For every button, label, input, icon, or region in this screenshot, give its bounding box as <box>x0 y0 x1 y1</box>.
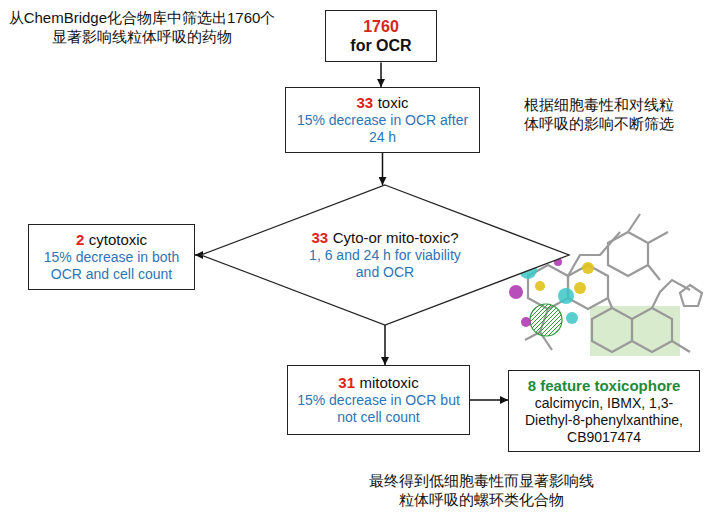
text-group: 2 cytotoxic15% decrease in both OCR and c… <box>30 227 193 287</box>
node-text: Cyto-or mito-toxic? <box>333 229 459 247</box>
decision-diamond: 33 Cyto-or mito-toxic?1, 6 and 24 h for v… <box>201 185 569 325</box>
node-text: calcimycin, IBMX, 1,3-Diethyl-8-phenylxa… <box>516 395 692 445</box>
text-group: 33toxic15% decrease in OCR after 24 h <box>287 90 478 150</box>
node-text: 2 <box>76 231 84 249</box>
note-text: 根据细胞毒性和对线粒体呼吸的影响不断筛选 <box>520 96 678 134</box>
node-text: 15% decrease in OCR but not cell count <box>295 392 462 426</box>
flow-arrow <box>382 153 384 185</box>
node-text: 1, 6 and 24 h for viability and OCR <box>301 247 469 281</box>
node-text: 33 <box>357 94 374 112</box>
node-text: for OCR <box>350 36 411 55</box>
text-line: 33 Cyto-or mito-toxic? <box>301 229 469 247</box>
node-text: 31 <box>338 374 355 392</box>
node-text: 15% decrease in both OCR and cell count <box>36 249 187 283</box>
start-box: 1760for OCR <box>325 10 437 62</box>
text-line: 33toxic <box>293 94 472 112</box>
text-group: 8 feature toxicophorecalcimycin, IBMX, 1… <box>510 373 698 449</box>
text-group: 31mitotoxic15% decrease in OCR but not c… <box>289 370 468 430</box>
flow-arrow <box>384 325 386 365</box>
node-text: cytotoxic <box>89 231 147 249</box>
text-line: 2 cytotoxic <box>36 231 187 249</box>
text-line: 15% decrease in OCR but not cell count <box>295 392 462 426</box>
text-line: 15% decrease in both OCR and cell count <box>36 249 187 283</box>
highlight-region <box>590 306 680 356</box>
node-text: mitotoxic <box>359 374 418 392</box>
result-box: 2 cytotoxic15% decrease in both OCR and c… <box>28 224 195 290</box>
bond-lines <box>525 214 702 352</box>
node-text: 1760 <box>363 17 399 36</box>
text-group: 33 Cyto-or mito-toxic?1, 6 and 24 h for v… <box>295 225 475 285</box>
text-line: 1, 6 and 24 h for viability and OCR <box>301 247 469 281</box>
node-text: 33 <box>311 229 328 247</box>
process-box: 33toxic15% decrease in OCR after 24 h <box>285 87 480 153</box>
flow-arrow <box>380 62 382 87</box>
text-group: 1760for OCR <box>327 13 435 59</box>
text-line: calcimycin, IBMX, 1,3-Diethyl-8-phenylxa… <box>516 395 692 445</box>
text-line: 31mitotoxic <box>295 374 462 392</box>
note-text: 最终得到低细胞毒性而显著影响线粒体呼吸的螺环类化合物 <box>365 472 597 510</box>
node-text: toxic <box>378 94 409 112</box>
note-text: 从ChemBridge化合物库中筛选出1760个显著影响线粒体呼吸的药物 <box>8 9 276 47</box>
node-text: 15% decrease in OCR after 24 h <box>293 112 472 146</box>
text-line: 8 feature toxicophore <box>516 377 692 395</box>
text-line: 15% decrease in OCR after 24 h <box>293 112 472 146</box>
result-box: 31mitotoxic15% decrease in OCR but not c… <box>287 365 470 435</box>
node-text: 8 feature toxicophore <box>528 377 681 395</box>
flow-arrow <box>470 399 508 401</box>
result-box: 8 feature toxicophorecalcimycin, IBMX, 1… <box>508 370 700 452</box>
text-line: 1760for OCR <box>333 17 429 55</box>
